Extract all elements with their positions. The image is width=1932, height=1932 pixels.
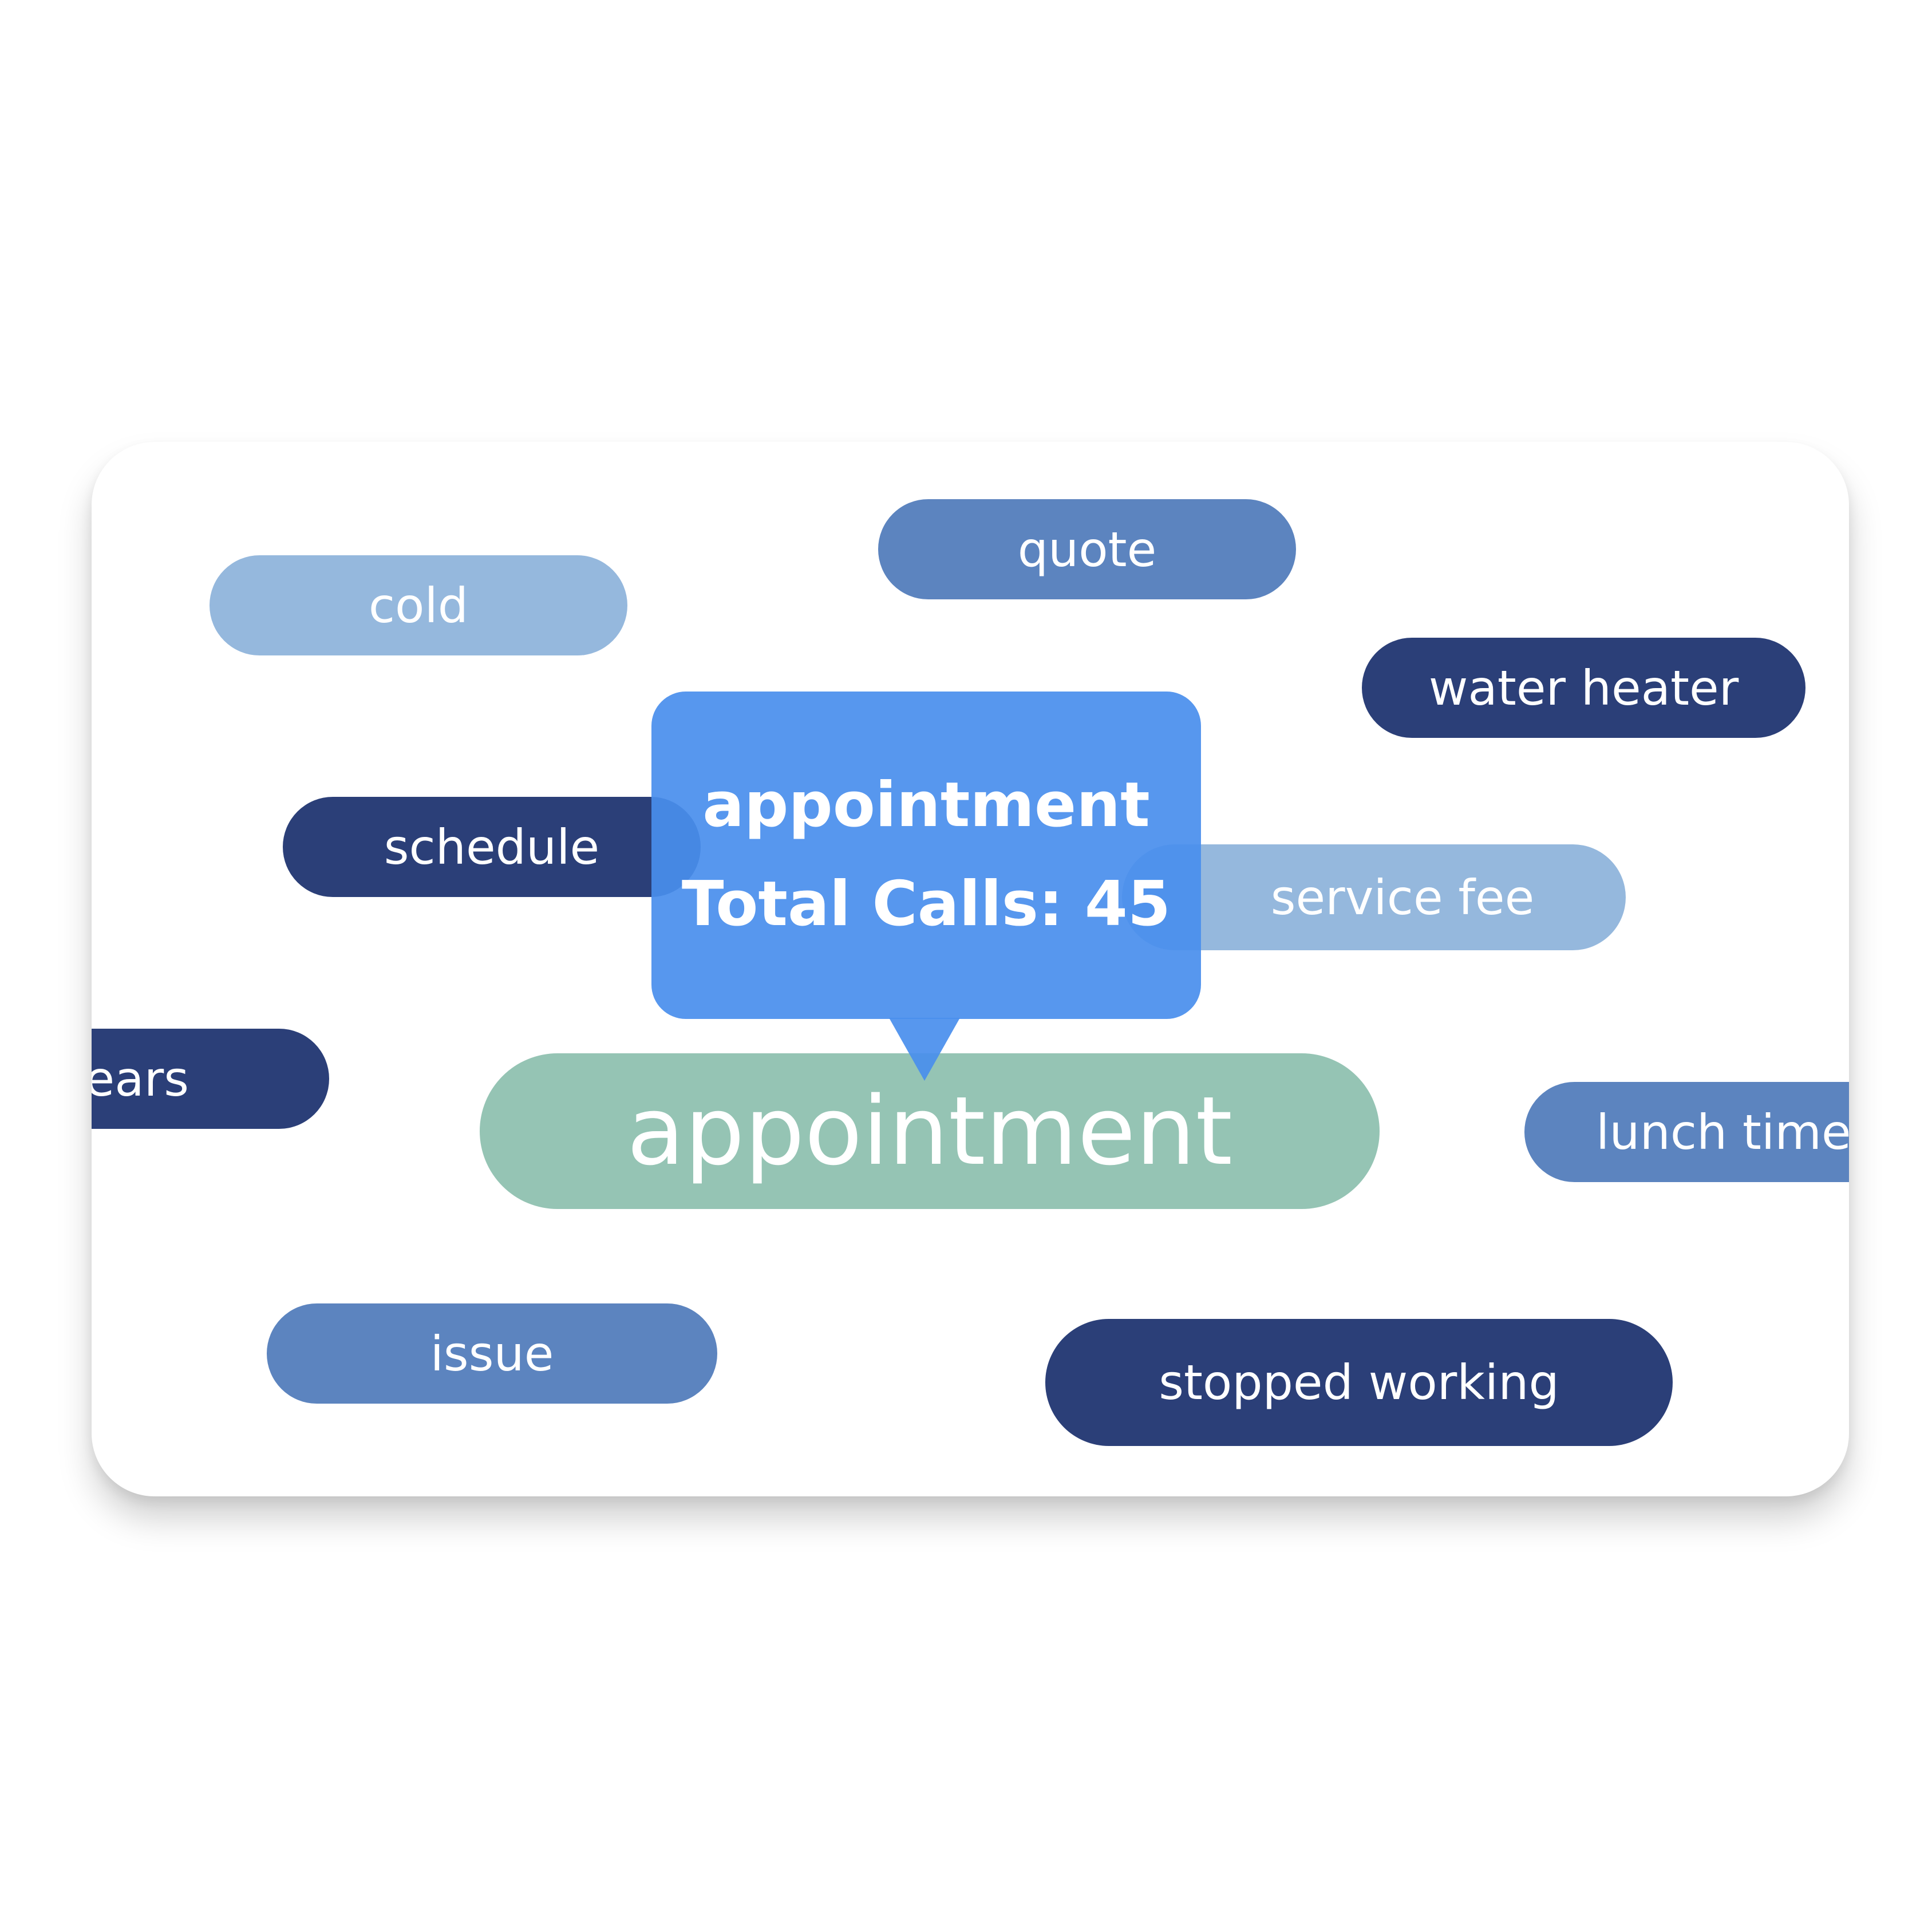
- keyword-label: appointment: [626, 1076, 1233, 1186]
- keyword-cold[interactable]: cold: [210, 555, 627, 655]
- tooltip-term: appointment: [702, 769, 1150, 841]
- keyword-issue[interactable]: issue: [267, 1303, 717, 1404]
- keyword-label: lunch time: [1596, 1104, 1849, 1160]
- keyword-label: cold: [368, 577, 469, 634]
- keyword-tooltip: appointment Total Calls: 45: [651, 692, 1201, 1019]
- keyword-label: ears: [92, 1050, 189, 1107]
- tooltip-pointer: [889, 1018, 960, 1081]
- keyword-label: quote: [1017, 521, 1157, 578]
- keyword-label: water heater: [1428, 659, 1739, 716]
- word-cloud-card: quote cold water heater schedule service…: [92, 442, 1849, 1496]
- tooltip-total-calls: Total Calls: 45: [681, 868, 1171, 940]
- keyword-label: stopped working: [1159, 1354, 1559, 1411]
- keyword-ears[interactable]: ears: [92, 1029, 329, 1129]
- keyword-schedule[interactable]: schedule: [283, 797, 701, 897]
- keyword-quote[interactable]: quote: [878, 499, 1296, 599]
- keyword-water-heater[interactable]: water heater: [1362, 638, 1805, 738]
- keyword-lunch-time[interactable]: lunch time: [1524, 1082, 1849, 1182]
- keyword-service-fee[interactable]: service fee: [1122, 844, 1626, 950]
- keyword-label: service fee: [1270, 869, 1535, 926]
- keyword-label: schedule: [384, 819, 600, 875]
- keyword-label: issue: [430, 1325, 554, 1382]
- keyword-stopped-working[interactable]: stopped working: [1045, 1319, 1673, 1446]
- keyword-appointment[interactable]: appointment: [480, 1053, 1380, 1209]
